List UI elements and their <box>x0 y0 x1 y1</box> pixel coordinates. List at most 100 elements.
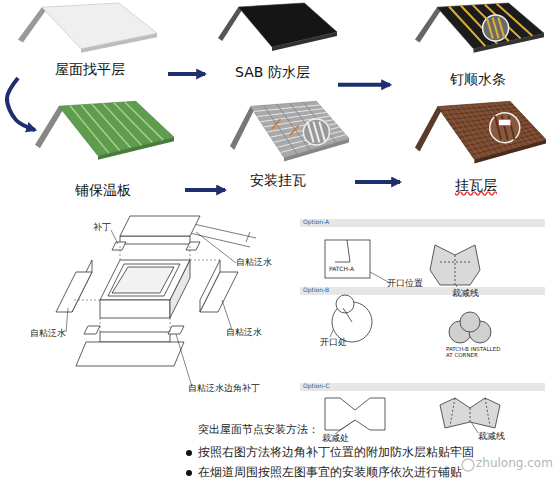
explode-line <box>72 244 220 332</box>
leader-line <box>196 232 236 263</box>
step-label: 屋面找平层 <box>55 62 125 77</box>
note-text: 按照右图方法将边角补丁位置的附加防水层粘贴牢固 <box>198 446 474 459</box>
magnifier-detail <box>498 18 504 39</box>
roof-gable <box>230 106 254 150</box>
flow-arrow <box>7 78 35 130</box>
magnifier-detail <box>487 18 493 39</box>
part-label: 开口处 <box>320 338 347 348</box>
patch-shape <box>336 295 354 313</box>
counter-batten <box>484 103 520 146</box>
bullet-dot <box>186 450 192 476</box>
option-tag: Option-C <box>303 383 329 390</box>
install-mark <box>272 119 280 129</box>
magnifier-detail <box>313 122 319 143</box>
patch-shape <box>450 398 490 426</box>
step-node: 钉顺水条 <box>390 2 545 92</box>
counter-batten <box>92 104 131 148</box>
flashing-exploded-view <box>56 272 92 312</box>
step-node: 安装挂瓦 <box>225 100 355 200</box>
step-node: SAB 防水层 <box>205 2 338 92</box>
roof-plane <box>42 3 157 49</box>
note-text: 在烟道周围按照左图事宜的安装顺序依次进行铺贴 <box>198 466 462 479</box>
roof-illustration <box>18 2 158 54</box>
watermark-logo <box>462 459 474 471</box>
explode-line <box>190 260 220 261</box>
install-mark <box>290 126 298 136</box>
step-label: 挂瓦层 <box>455 178 497 193</box>
part-label: 自粘泛水 <box>30 329 66 339</box>
flashing-exploded-view <box>100 332 170 342</box>
bullet-dot <box>186 470 192 476</box>
magnifier-tag <box>499 119 511 125</box>
patch-shape <box>440 255 470 285</box>
roof-illustration <box>230 100 350 164</box>
flashing-exploded-view <box>76 342 184 366</box>
roof-illustration <box>35 100 175 162</box>
counter-batten <box>264 105 297 153</box>
roof-gable <box>415 7 441 42</box>
flashing-exploded-view <box>56 216 238 366</box>
counter-batten <box>70 105 109 153</box>
patch-label: PATCH-A <box>329 266 354 273</box>
flashing-exploded-view <box>168 326 184 334</box>
option-tag: Option-B <box>303 287 329 294</box>
roof-plane <box>250 101 349 157</box>
option-tag: Option-A <box>303 219 329 226</box>
roof-plane <box>437 3 544 49</box>
patch-shape <box>343 308 352 322</box>
magnifier-circle <box>303 119 329 145</box>
explode-line <box>72 300 100 301</box>
step-node: 挂瓦层 <box>400 100 547 200</box>
leader-line <box>176 334 192 387</box>
part-label: 补丁 <box>93 223 111 233</box>
leader-line <box>66 308 68 332</box>
bullet-dot <box>186 450 192 456</box>
patch-shape <box>325 398 385 430</box>
flashing-exploded-view <box>200 272 238 312</box>
step-label: 钉顺水条 <box>450 72 506 87</box>
flashing-exploded-view <box>170 260 190 318</box>
explode-line <box>190 244 191 260</box>
step-label: SAB 防水层 <box>235 65 310 80</box>
patch-shape <box>335 240 350 262</box>
patch-shape <box>325 240 370 278</box>
magnifier-circle <box>483 15 509 41</box>
flashing-exploded-view <box>186 242 200 250</box>
watermark: zhulong.com <box>476 457 553 470</box>
option-bar <box>300 219 545 227</box>
counter-batten <box>489 103 525 145</box>
flashing-exploded-view <box>100 300 170 318</box>
patch-shape <box>440 398 500 428</box>
roof-gable <box>218 7 242 41</box>
part-label: 自粘泛水边角补丁 <box>188 384 260 394</box>
step-node: 屋面找平层 <box>18 2 168 82</box>
magnifier-circle <box>490 113 520 143</box>
roof-plane <box>238 3 337 47</box>
counter-batten <box>443 106 480 158</box>
watermark-logo <box>462 459 474 471</box>
roof-gable <box>35 106 63 148</box>
leader-line <box>222 300 232 330</box>
leader-line <box>111 230 118 244</box>
counter-batten <box>81 105 120 151</box>
explode-line <box>170 318 171 332</box>
patch-label: PATCH-B INSTALLED AT CORNER <box>446 346 502 358</box>
option-bar <box>300 383 545 391</box>
counter-batten <box>125 102 163 140</box>
roof-illustration <box>218 2 338 52</box>
step-label: 铺保温板 <box>75 183 131 198</box>
counter-batten <box>453 105 490 155</box>
patch-shape <box>325 240 500 430</box>
note-heading: 突出屋面节点安装方法： <box>198 424 319 436</box>
explode-line <box>120 244 121 260</box>
patch-shape <box>460 312 480 332</box>
roof-plane <box>437 101 546 159</box>
part-label: 开口位置 <box>387 279 423 289</box>
roof-gable <box>415 107 441 152</box>
patch-shape <box>430 245 480 285</box>
flashing-exploded-view <box>108 264 180 296</box>
part-label: 自粘泛水 <box>236 258 272 268</box>
